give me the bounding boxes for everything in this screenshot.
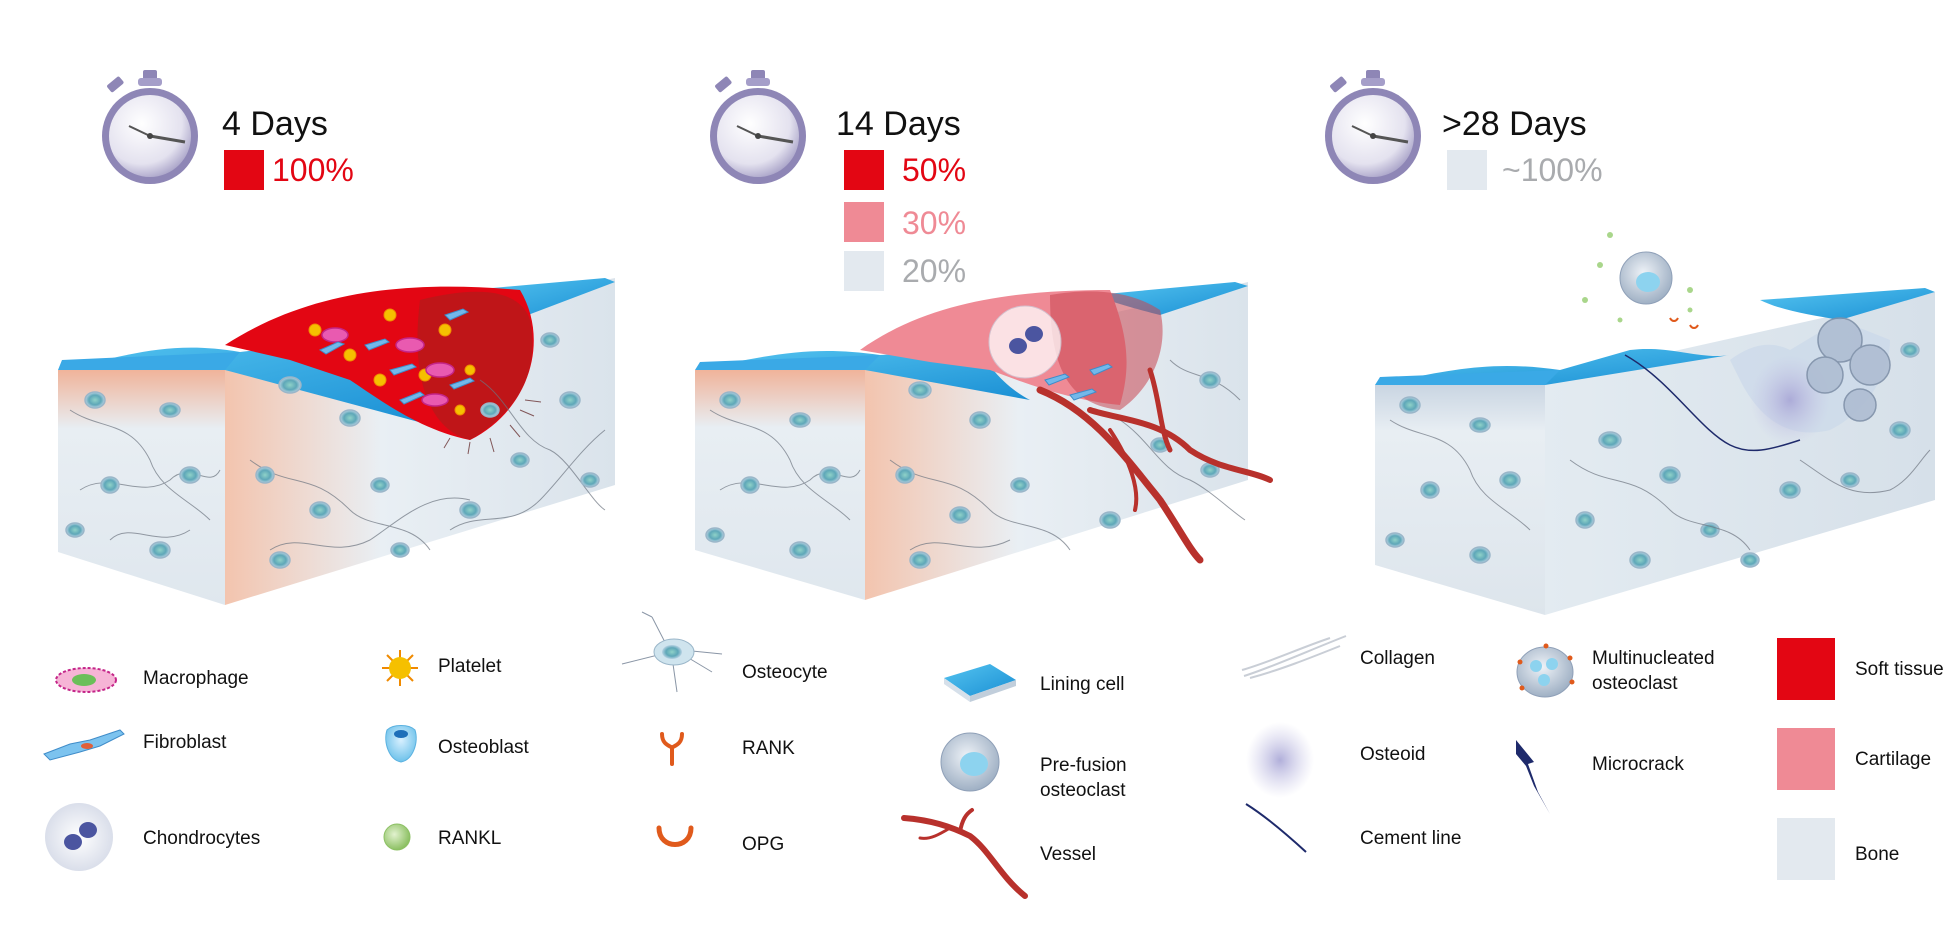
stopwatch-icon	[710, 70, 806, 184]
rank-icon	[660, 732, 684, 766]
stopwatch-icon	[102, 70, 198, 184]
legend-multinucleated-osteoclast: Multinucleated osteoclast	[1592, 648, 1715, 694]
legend-lining-cell: Lining cell	[1040, 674, 1125, 695]
stage-2-swatch-2	[844, 202, 884, 242]
osteocyte-icon	[621, 611, 723, 693]
legend-rank: RANK	[742, 738, 795, 759]
stage-2-title: 14 Days	[836, 105, 961, 143]
chondrocytes-icon	[45, 803, 113, 871]
opg-icon	[656, 825, 694, 847]
rankl-icon	[383, 823, 411, 851]
stage-1-title: 4 Days	[222, 105, 328, 143]
bone-swatch	[1777, 818, 1835, 880]
cement-line-icon	[1245, 803, 1307, 853]
bone-block-stage-1	[58, 278, 615, 605]
legend-soft-tissue: Soft tissue	[1855, 659, 1944, 680]
legend-platelet: Platelet	[438, 656, 502, 677]
legend-opg: OPG	[742, 834, 785, 855]
legend-chondrocytes: Chondrocytes	[143, 828, 261, 849]
macrophage-icon	[55, 667, 117, 693]
stage-3-swatch-1	[1447, 150, 1487, 190]
collagen-icon	[1241, 635, 1347, 679]
stage-2-percent-1: 50%	[902, 152, 967, 188]
stage-2-swatch-1	[844, 150, 884, 190]
legend-cartilage: Cartilage	[1855, 749, 1932, 770]
osteoid-icon	[1246, 722, 1314, 798]
stage-2-percent-3: 20%	[902, 253, 967, 289]
stage-2-percent-2: 30%	[902, 205, 967, 241]
legend-microcrack: Microcrack	[1592, 754, 1684, 775]
legend-rankl: RANKL	[438, 828, 502, 849]
legend-vessel: Vessel	[1040, 844, 1096, 865]
soft-tissue-swatch	[1777, 638, 1835, 700]
legend-macrophage: Macrophage	[143, 668, 249, 689]
stopwatch-icon	[1325, 70, 1421, 184]
cartilage-swatch	[1777, 728, 1835, 790]
legend-collagen: Collagen	[1360, 648, 1435, 669]
bone-block-stage-2	[695, 282, 1273, 600]
lining-cell-icon	[944, 664, 1016, 702]
pre-fusion-osteoclast-icon	[940, 732, 1000, 792]
legend-pre-fusion-osteoclast: Pre-fusion osteoclast	[1040, 755, 1127, 801]
legend-osteoid: Osteoid	[1360, 744, 1426, 765]
stage-3-title: >28 Days	[1442, 105, 1587, 143]
legend-osteocyte: Osteocyte	[742, 662, 828, 683]
microcrack-icon	[1516, 740, 1550, 814]
legend-fibroblast: Fibroblast	[143, 732, 227, 753]
multinucleated-osteoclast-icon	[1516, 643, 1575, 698]
stage-2-swatch-3	[844, 251, 884, 291]
osteoblast-icon	[385, 725, 417, 763]
legend-cement-line: Cement line	[1360, 828, 1462, 849]
vessel-icon	[901, 808, 1028, 899]
legend-osteoblast: Osteoblast	[438, 737, 529, 758]
legend-bone: Bone	[1855, 844, 1900, 865]
stage-3-percent-1: ~100%	[1502, 152, 1603, 188]
fibroblast-icon	[43, 729, 125, 761]
stage-1-swatch-1	[224, 150, 264, 190]
bone-block-stage-3	[1375, 232, 1935, 615]
platelet-icon	[382, 650, 418, 686]
stage-1-percent-1: 100%	[272, 152, 354, 188]
